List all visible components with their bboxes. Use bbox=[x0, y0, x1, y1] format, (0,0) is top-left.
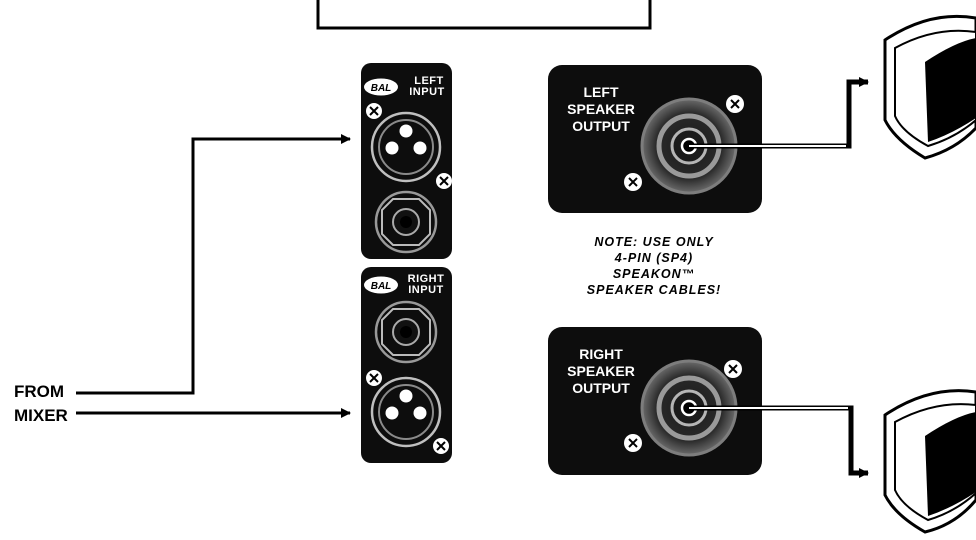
bal-badge-icon: BAL bbox=[364, 276, 398, 294]
right-speaker-icon bbox=[883, 389, 976, 534]
screw-icon bbox=[726, 95, 744, 113]
top-panel-outline bbox=[316, 0, 652, 30]
bal-badge-icon: BAL bbox=[364, 78, 398, 96]
screw-icon bbox=[436, 173, 452, 189]
from-mixer-label-2: MIXER bbox=[14, 406, 68, 425]
note-line-4: SPEAKER CABLES! bbox=[587, 283, 721, 297]
left-input-badge: BAL bbox=[371, 83, 392, 94]
left-input-label-2: INPUT bbox=[409, 86, 445, 98]
screw-icon bbox=[724, 360, 742, 378]
left-input-label-1: LEFT bbox=[414, 75, 444, 87]
note-line-3: SPEAKON™ bbox=[613, 267, 695, 281]
right-speaker-output-panel: RIGHT SPEAKER OUTPUT bbox=[548, 327, 762, 475]
note-line-2: 4-PIN (SP4) bbox=[614, 251, 693, 265]
screw-icon bbox=[624, 434, 642, 452]
cable-to-left-speaker bbox=[689, 77, 869, 149]
xlr-connector-icon bbox=[370, 376, 442, 448]
cable-to-left-input bbox=[76, 134, 351, 395]
note-line-1: NOTE: USE ONLY bbox=[594, 235, 714, 249]
right-input-badge: BAL bbox=[371, 281, 392, 292]
screw-icon bbox=[366, 103, 382, 119]
left-input-panel: BAL LEFT INPUT bbox=[361, 63, 452, 259]
from-mixer-label-1: FROM bbox=[14, 382, 64, 401]
quarter-inch-jack-icon bbox=[374, 300, 438, 364]
screw-icon bbox=[366, 370, 382, 386]
left-output-label-3: OUTPUT bbox=[572, 118, 630, 134]
right-output-label-1: RIGHT bbox=[579, 346, 623, 362]
screw-icon bbox=[624, 173, 642, 191]
right-output-label-2: SPEAKER bbox=[567, 363, 635, 379]
cable-to-right-speaker bbox=[689, 405, 869, 478]
right-input-panel: BAL RIGHT INPUT bbox=[361, 267, 452, 463]
left-output-label-1: LEFT bbox=[584, 84, 619, 100]
right-input-label-1: RIGHT bbox=[408, 273, 445, 285]
left-speaker-output-panel: LEFT SPEAKER OUTPUT bbox=[548, 65, 762, 213]
screw-icon bbox=[433, 438, 449, 454]
left-output-label-2: SPEAKER bbox=[567, 101, 635, 117]
left-speaker-icon bbox=[883, 14, 976, 160]
right-input-label-2: INPUT bbox=[408, 284, 444, 296]
quarter-inch-jack-icon bbox=[374, 190, 438, 254]
speakon-note: NOTE: USE ONLY 4-PIN (SP4) SPEAKON™ SPEA… bbox=[587, 235, 721, 297]
xlr-connector-icon bbox=[370, 111, 442, 183]
right-output-label-3: OUTPUT bbox=[572, 380, 630, 396]
